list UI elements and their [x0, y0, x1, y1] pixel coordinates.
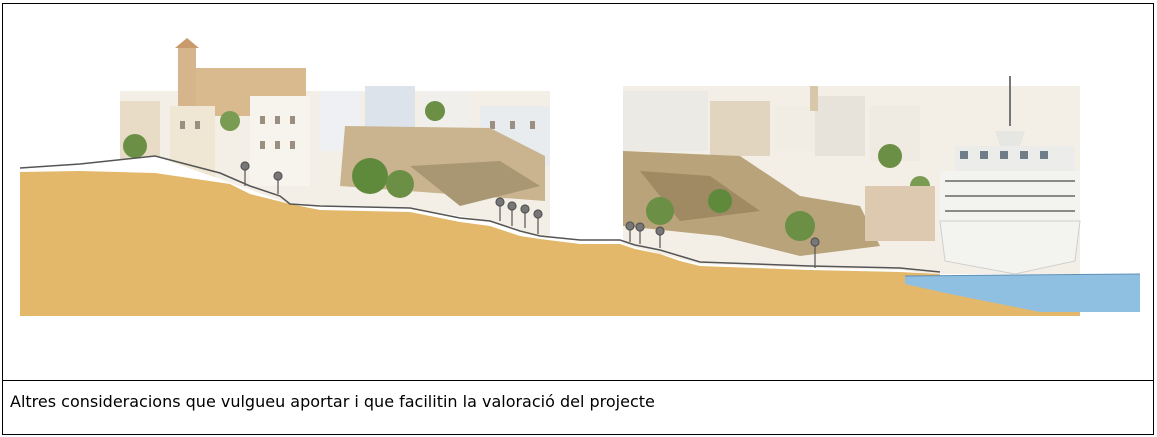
sea — [905, 274, 1140, 312]
terrain-section — [20, 171, 1080, 316]
cruise-ship — [939, 76, 1081, 275]
bell-tower — [178, 46, 196, 106]
right-town-photo — [623, 76, 1081, 276]
palm-trees — [240, 161, 820, 268]
coastal-section-illustration — [20, 38, 1140, 316]
path-line — [20, 155, 941, 273]
document-frame — [2, 3, 1154, 435]
section-caption: Altres consideracions que vulgueu aporta… — [10, 392, 655, 411]
section-divider — [2, 380, 1154, 381]
